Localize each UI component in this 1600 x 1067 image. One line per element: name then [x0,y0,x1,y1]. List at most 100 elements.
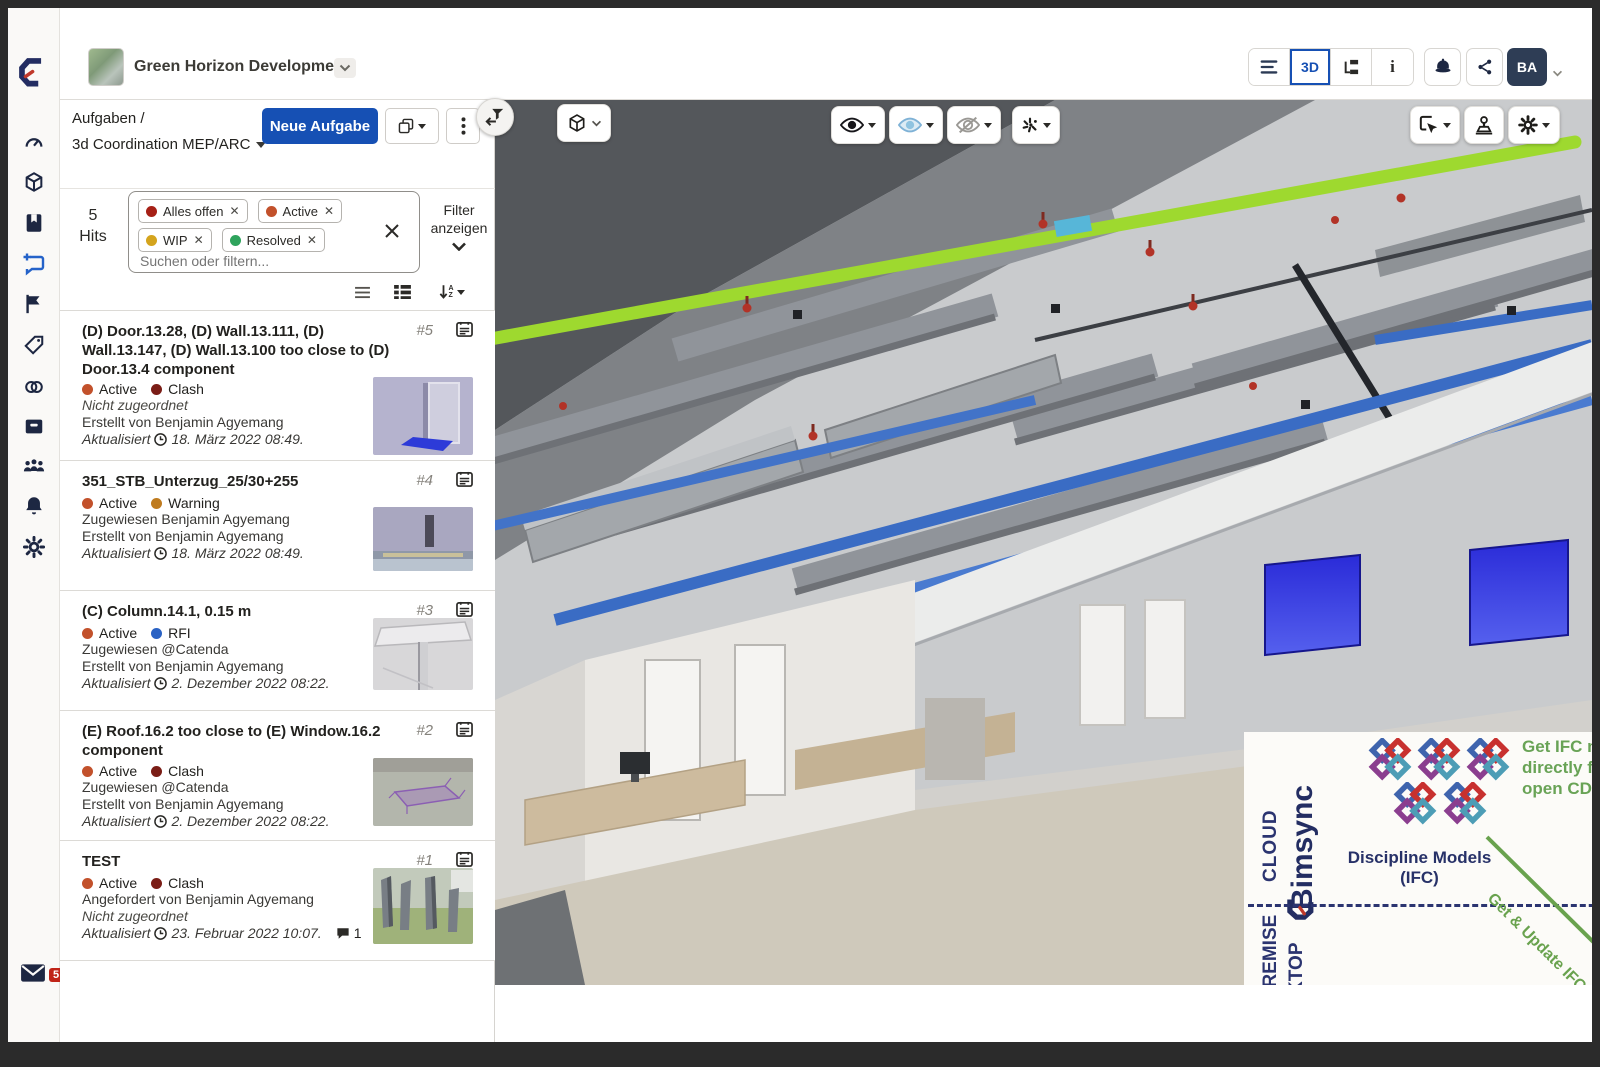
task-card[interactable]: (E) Roof.16.2 too close to (E) Window.16… [60,710,495,840]
task-card[interactable]: 351_STB_Unterzug_25/30+255 #4 Active War… [60,460,495,590]
workflow-arrows [1485,835,1592,944]
info-button[interactable]: i [1372,49,1413,85]
chip-remove-icon[interactable]: ✕ [306,233,317,247]
sidebar-item-tasks[interactable] [22,252,46,276]
filter-chip-wip[interactable]: WIP ✕ [138,228,212,252]
hide-button[interactable] [947,106,1001,144]
chip-label: Active [282,203,318,219]
tree-view-button[interactable] [1331,49,1372,85]
filter-chip-resolved[interactable]: Resolved ✕ [221,228,325,252]
task-thumbnail[interactable] [373,618,473,690]
dropdown-caret-icon [868,122,876,128]
sidebar-item-models[interactable] [22,170,46,194]
task-title: 351_STB_Unterzug_25/30+255 [82,473,299,490]
new-task-button[interactable]: Neue Aufgabe [262,108,378,144]
color-splat-button[interactable] [1012,106,1060,144]
task-thumbnail[interactable] [373,507,473,571]
sidebar-item-tags[interactable] [22,333,46,357]
share-button[interactable] [1466,48,1503,86]
compact-list-toggle[interactable] [350,281,374,303]
badge-label: Clash [168,875,204,891]
model-cube-button[interactable] [557,104,611,142]
task-note-icon[interactable] [456,851,473,872]
badge-label: Active [99,495,138,511]
3d-view-button[interactable]: 3D [1290,49,1331,85]
task-badges: Active RFI Zugewiesen @Catenda Erstellt … [82,625,329,691]
support-button[interactable] [1424,48,1461,86]
project-thumbnail[interactable] [88,48,124,86]
sidebar-item-settings[interactable] [22,535,46,559]
chip-remove-icon[interactable]: ✕ [193,233,204,247]
task-note-icon[interactable] [456,321,473,342]
clone-board-button[interactable] [385,108,439,144]
joystick-icon [1475,116,1493,135]
sidebar-item-notifications[interactable] [22,494,46,518]
filter-chipbox[interactable]: Alles offen ✕ Active ✕ WIP ✕ [128,191,420,273]
board-selector[interactable]: 3d Coordination MEP/ARC [72,136,267,153]
chip-remove-icon[interactable]: ✕ [229,204,240,218]
tree-icon [1344,59,1359,75]
task-updated: Aktualisiert 2. Dezember 2022 08:22. [82,813,330,829]
status-dot [151,383,163,395]
badge-label: Active [99,875,138,891]
viewer-settings-button[interactable] [1508,106,1560,144]
collapse-panel-button[interactable] [476,98,514,136]
filter-chip-alles-offen[interactable]: Alles offen ✕ [138,199,248,223]
chip-label: Alles offen [163,203,224,219]
workflow-diagram-overlay: CLOUD Bimsync ON PREMISE DESKTOP Get IFC… [1244,732,1592,985]
3d-viewport[interactable]: CLOUD Bimsync ON PREMISE DESKTOP Get IFC… [495,100,1592,985]
user-avatar[interactable]: BA [1507,48,1547,86]
task-note-icon[interactable] [456,721,473,742]
ifc-model-icon [1443,782,1487,825]
list-view-button[interactable] [1249,49,1290,85]
gear-icon [23,536,45,558]
task-thumbnail[interactable] [373,377,473,455]
account-menu-chevron[interactable] [1552,64,1563,82]
navigate-tool-button[interactable] [1464,106,1504,144]
comment-count[interactable]: 1 [336,925,362,941]
catenda-app-logo[interactable] [17,54,51,97]
project-selector-chevron[interactable] [334,58,356,78]
sidebar-item-archive[interactable] [22,414,46,438]
task-thumbnail[interactable] [373,868,473,944]
show-selected-button[interactable] [889,106,943,144]
unread-count-badge: 5 [49,968,64,982]
cloud-onpremise-divider [1248,904,1592,907]
filter-chip-active[interactable]: Active ✕ [257,199,342,223]
chip-row-1: Alles offen ✕ Active ✕ [138,199,342,223]
status-dot [82,627,93,639]
task-updated: Aktualisiert 18. März 2022 08:49. [82,431,304,447]
badge-label: Active [99,381,138,397]
task-note-icon[interactable] [456,601,473,622]
task-card[interactable]: (D) Door.13.28, (D) Wall.13.111, (D) Wal… [60,310,495,460]
chip-remove-icon[interactable]: ✕ [323,204,334,218]
select-tool-button[interactable] [1410,106,1460,144]
clear-filters-button[interactable] [379,218,405,244]
hits-counter: 5 Hits [70,205,116,247]
task-card[interactable]: (C) Column.14.1, 0.15 m #3 Active RFI Zu… [60,590,495,710]
project-name[interactable]: Green Horizon Development [134,58,350,75]
diagram-note: Get IFC models to Solibri directly from … [1522,737,1592,798]
messages-entry[interactable]: 5 [20,962,64,984]
sidebar-item-links[interactable] [22,375,46,399]
share-icon [1477,59,1491,75]
task-note-icon[interactable] [456,471,473,492]
task-number: #1 [416,852,433,869]
sidebar-item-milestones[interactable] [22,292,46,316]
filter-toggle[interactable]: Filter anzeigen [426,201,492,255]
sidebar-item-dashboard[interactable] [22,130,46,154]
task-thumbnail[interactable] [373,758,473,826]
task-requester: Angefordert von Benjamin Agyemang [82,891,314,907]
panel-menu-button[interactable] [446,108,480,144]
sidebar-item-members[interactable] [22,453,46,477]
card-list-toggle[interactable] [390,281,414,303]
task-card[interactable]: TEST #1 Active Clash Angefordert von Ben… [60,840,495,960]
badge-label: Warning [168,495,220,511]
show-all-button[interactable] [831,106,885,144]
hits-value: 5 [88,207,98,224]
search-input[interactable] [138,252,338,270]
sidebar-item-library[interactable] [22,211,46,235]
eye-off-icon [956,116,980,134]
